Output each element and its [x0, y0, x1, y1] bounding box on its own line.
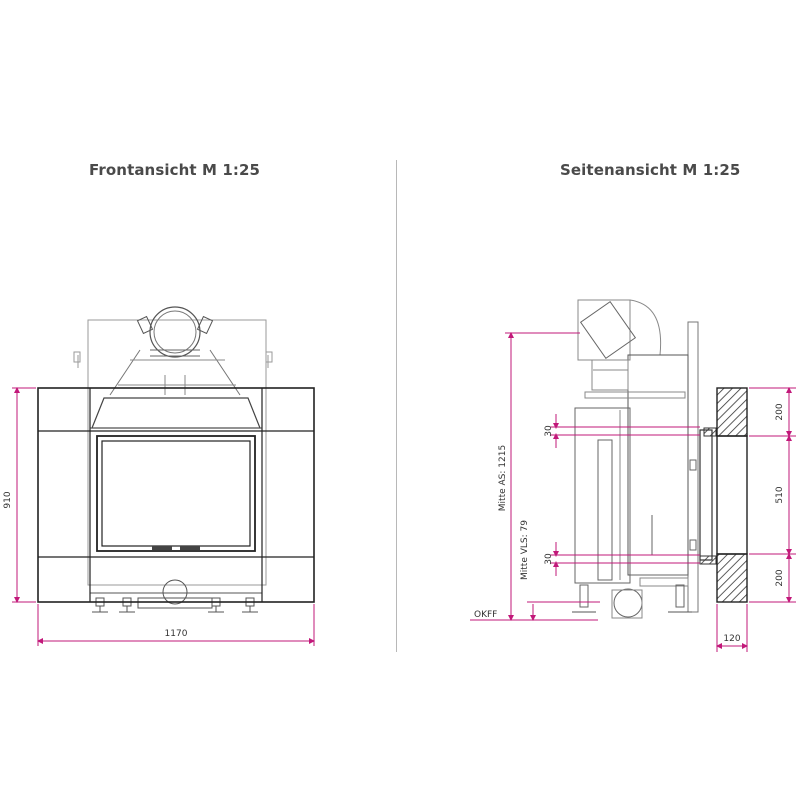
- okff-label: OKFF: [474, 610, 497, 620]
- wall-depth-label: 120: [723, 634, 740, 644]
- wall-middle-label: 510: [775, 486, 785, 503]
- mitte-as-label: Mitte AS: 1215: [498, 445, 508, 511]
- view-divider: [396, 160, 397, 652]
- bottom-offset-label: 30: [544, 553, 554, 565]
- front-height-dimension: [12, 387, 36, 603]
- wall-bottom-label: 200: [775, 569, 785, 586]
- top-offset-label: 30: [544, 425, 554, 437]
- front-view-drawing: [37, 306, 315, 613]
- wall-top-label: 200: [775, 403, 785, 420]
- side-dimensions: [470, 332, 796, 652]
- front-height-label: 910: [3, 491, 13, 508]
- front-width-dimension: [37, 604, 315, 646]
- front-width-label: 1170: [165, 629, 188, 639]
- wall-section: [716, 387, 748, 603]
- mitte-vls-label: Mitte VLS: 79: [520, 520, 530, 580]
- side-view-title: Seitenansicht M 1:25: [560, 161, 741, 179]
- side-view-drawing: [572, 299, 717, 619]
- front-view-title: Frontansicht M 1:25: [89, 161, 261, 179]
